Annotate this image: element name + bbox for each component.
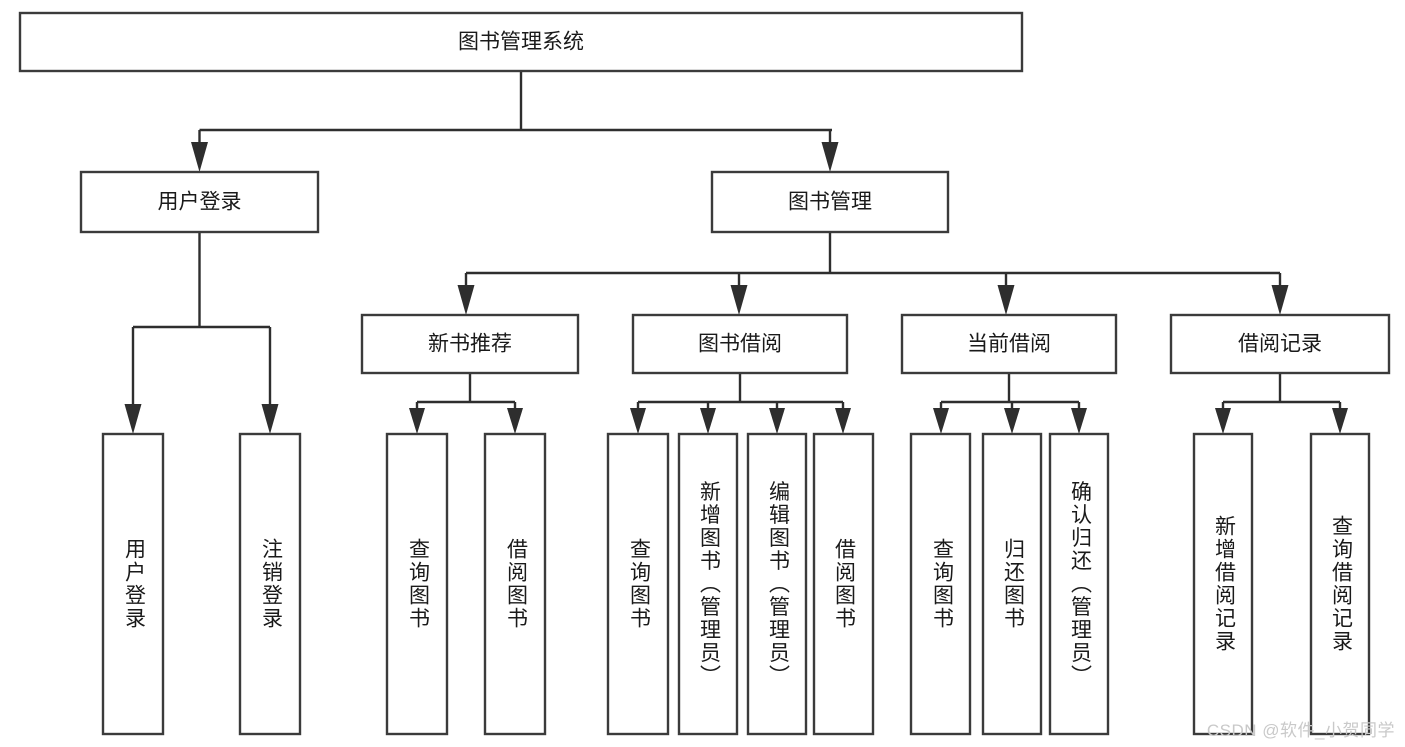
arrow-head-book-borrow — [730, 285, 748, 315]
leaf-nb-borrow-book[interactable]: 借阅图书 — [483, 432, 547, 736]
arrow-head-leaf-logout — [261, 404, 279, 434]
leaf-bb-add-book-label: 新增图书（管理员） — [697, 481, 721, 688]
leaf-user-login-label: 用户登录 — [122, 538, 146, 630]
leaf-cb-confirm-return-label: 确认归还（管理员） — [1068, 481, 1092, 688]
leaf-cb-return-book-label: 归还图书 — [1001, 538, 1025, 630]
leaf-nb-borrow-book-label: 借阅图书 — [504, 538, 528, 630]
node-user-login-label: 用户登录 — [158, 191, 242, 214]
arrow-head-bb-borrow-book — [835, 408, 851, 434]
leaf-cb-return-book[interactable]: 归还图书 — [981, 432, 1043, 736]
node-book-management-box[interactable] — [710, 170, 950, 234]
leaf-logout-box[interactable] — [238, 432, 302, 736]
leaf-nb-query-book[interactable]: 查询图书 — [385, 432, 449, 736]
node-root-box[interactable] — [18, 11, 1024, 73]
leaf-nb-query-book-box[interactable] — [385, 432, 449, 736]
node-current-borrow-box[interactable] — [900, 313, 1118, 375]
leaf-logout-label: 注销登录 — [259, 538, 283, 630]
leaf-bb-add-book[interactable]: 新增图书（管理员） — [677, 432, 739, 736]
node-current-borrow[interactable]: 当前借阅 — [900, 313, 1118, 375]
arrow-head-nb-query-book — [409, 408, 425, 434]
leaf-br-add-record[interactable]: 新增借阅记录 — [1192, 432, 1254, 736]
arrow-head-nb-borrow-book — [507, 408, 523, 434]
arrow-head-br-add-record — [1215, 408, 1231, 434]
node-book-borrow-label: 图书借阅 — [698, 333, 782, 356]
leaf-br-query-record-label: 查询借阅记录 — [1329, 515, 1353, 653]
leaf-user-login[interactable]: 用户登录 — [101, 432, 165, 736]
leaf-cb-return-book-box[interactable] — [981, 432, 1043, 736]
leaf-nb-query-book-label: 查询图书 — [406, 538, 430, 630]
node-root-book-management-system[interactable]: 图书管理系统 — [18, 11, 1024, 73]
leaf-bb-query-book-box[interactable] — [606, 432, 670, 736]
leaf-br-add-record-label: 新增借阅记录 — [1212, 515, 1236, 653]
arrow-head-cb-return-book — [1004, 408, 1020, 434]
node-book-management[interactable]: 图书管理 — [710, 170, 950, 234]
arrow-head-br-query-record — [1332, 408, 1348, 434]
leaf-bb-add-book-box[interactable] — [677, 432, 739, 736]
arrow-head-new-book-rec — [457, 285, 475, 315]
arrow-head-leaf-user-login — [124, 404, 142, 434]
node-user-login[interactable]: 用户登录 — [79, 170, 320, 234]
node-borrow-record-box[interactable] — [1169, 313, 1391, 375]
arrow-head-book-mgmt — [821, 142, 839, 172]
arrow-head-bb-query-book — [630, 408, 646, 434]
arrow-head-bb-edit-book — [769, 408, 785, 434]
node-new-book-recommend[interactable]: 新书推荐 — [360, 313, 580, 375]
arrow-head-bb-add-book — [700, 408, 716, 434]
node-current-borrow-label: 当前借阅 — [967, 333, 1051, 356]
leaf-nb-borrow-book-box[interactable] — [483, 432, 547, 736]
leaf-bb-borrow-book-box[interactable] — [812, 432, 875, 736]
arrow-head-current-borrow — [997, 285, 1015, 315]
node-borrow-record-label: 借阅记录 — [1238, 333, 1322, 356]
arrow-head-user-login — [191, 142, 208, 172]
arrow-head-borrow-record — [1271, 285, 1289, 315]
leaf-bb-edit-book[interactable]: 编辑图书（管理员） — [746, 432, 808, 736]
leaf-cb-query-book-label: 查询图书 — [930, 538, 954, 630]
node-book-borrow[interactable]: 图书借阅 — [631, 313, 849, 375]
leaf-cb-confirm-return-box[interactable] — [1048, 432, 1110, 736]
arrow-head-cb-query-book — [933, 408, 949, 434]
csdn-watermark: CSDN @软件_小贺同学 — [1206, 721, 1395, 740]
node-user-login-box[interactable] — [79, 170, 320, 234]
node-book-borrow-box[interactable] — [631, 313, 849, 375]
node-new-book-recommend-box[interactable] — [360, 313, 580, 375]
leaf-cb-query-book-box[interactable] — [909, 432, 972, 736]
node-borrow-record[interactable]: 借阅记录 — [1169, 313, 1391, 375]
node-new-book-recommend-label: 新书推荐 — [428, 333, 512, 356]
leaf-bb-query-book-label: 查询图书 — [627, 538, 651, 630]
leaf-cb-query-book[interactable]: 查询图书 — [909, 432, 972, 736]
leaf-user-login-box[interactable] — [101, 432, 165, 736]
leaf-br-add-record-box[interactable] — [1192, 432, 1254, 736]
leaf-bb-edit-book-label: 编辑图书（管理员） — [766, 481, 790, 688]
leaf-logout[interactable]: 注销登录 — [238, 432, 302, 736]
leaf-bb-borrow-book[interactable]: 借阅图书 — [812, 432, 875, 736]
leaf-br-query-record[interactable]: 查询借阅记录 — [1309, 432, 1371, 736]
node-book-management-label: 图书管理 — [788, 191, 872, 214]
leaf-bb-borrow-book-label: 借阅图书 — [832, 538, 856, 630]
connectors-layer — [124, 71, 1348, 434]
leaf-cb-confirm-return[interactable]: 确认归还（管理员） — [1048, 432, 1110, 736]
leaf-bb-edit-book-box[interactable] — [746, 432, 808, 736]
leaf-bb-query-book[interactable]: 查询图书 — [606, 432, 670, 736]
leaf-br-query-record-box[interactable] — [1309, 432, 1371, 736]
arrow-head-cb-confirm-return — [1071, 408, 1087, 434]
node-root-label: 图书管理系统 — [458, 31, 584, 54]
